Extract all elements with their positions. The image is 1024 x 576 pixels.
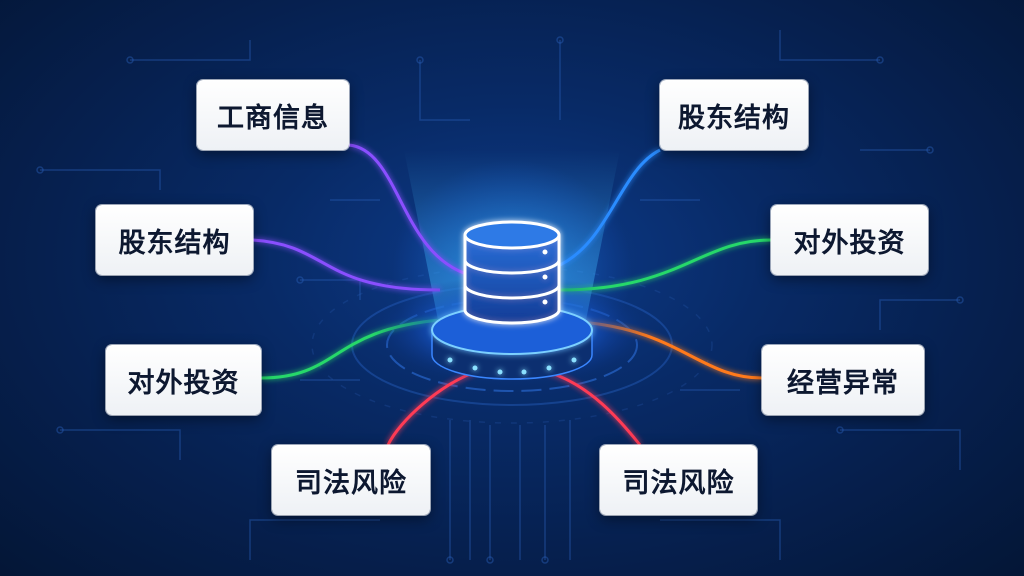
database-icon	[463, 220, 561, 325]
node-label: 司法风险	[295, 467, 407, 499]
circuit-background	[36, 30, 964, 564]
connector-line	[252, 238, 441, 292]
connector-line	[348, 143, 471, 277]
node-label: 经营异常	[787, 367, 899, 399]
node-external-investment-left: 对外投资	[106, 345, 261, 415]
node-shareholder-structure-left: 股东结构	[96, 205, 253, 275]
node-judicial-risk-right: 司法风险	[600, 445, 757, 515]
node-label: 股东结构	[118, 227, 231, 259]
node-label: 司法风险	[622, 467, 735, 499]
node-abnormal-operation: 经营异常	[762, 345, 924, 415]
connectors	[252, 143, 772, 446]
node-judicial-risk-left: 司法风险	[272, 445, 430, 515]
node-label: 股东结构	[678, 102, 790, 134]
node-label: 对外投资	[793, 227, 906, 259]
node-business-info: 工商信息	[197, 80, 349, 150]
node-label: 对外投资	[127, 367, 240, 399]
node-external-investment-right: 对外投资	[771, 205, 928, 275]
node-shareholder-structure-right: 股东结构	[660, 80, 808, 150]
node-label: 工商信息	[217, 102, 329, 134]
connector-line	[386, 370, 476, 446]
connector-line	[559, 148, 661, 267]
database-pedestal	[372, 275, 652, 385]
